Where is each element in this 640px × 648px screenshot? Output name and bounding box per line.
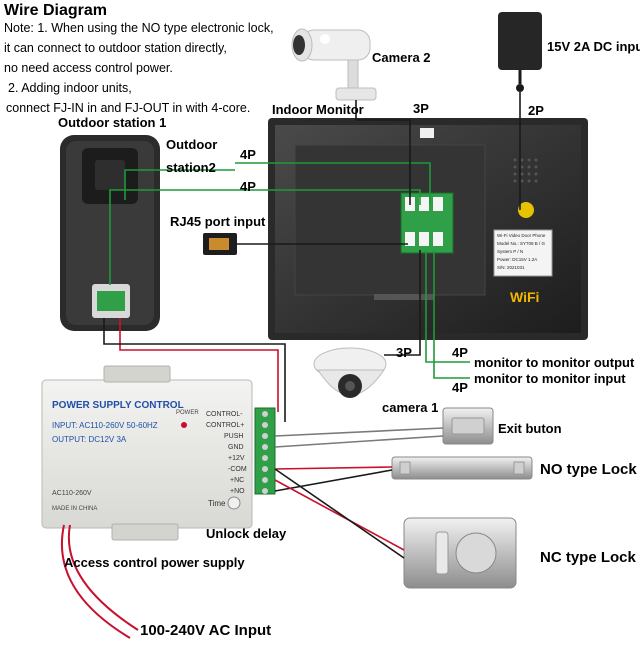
wire-label-4p-in: 4P — [452, 380, 468, 395]
no-lock-device — [391, 456, 533, 480]
wire-3p-camera2 — [355, 100, 411, 205]
sticker-line-4: S/N: 2021031 — [497, 265, 525, 270]
label-outdoor-station-2b: station2 — [166, 160, 216, 175]
psu-terminal-2: PUSH — [224, 433, 244, 440]
psu-terminal-1: CONTROL+ — [206, 422, 245, 429]
note-line-4: 2. Adding indoor units, — [8, 81, 132, 95]
note-line-3: no need access control power. — [4, 61, 173, 75]
label-exit-button: Exit buton — [498, 421, 562, 436]
psu-made-in: MADE IN CHINA — [52, 506, 98, 512]
wire-no-lock — [274, 466, 393, 470]
wire-label-3p-camera1: 3P — [396, 345, 412, 360]
wire-monitor-in — [433, 250, 470, 379]
wire-4p-station2 — [235, 162, 431, 205]
psu-ac-label: AC110-260V — [52, 490, 92, 497]
indoor-monitor — [268, 118, 588, 340]
wire-station-to-psu — [119, 318, 279, 412]
note-line-5: connect FJ-IN in and FJ-OUT in with 4-co… — [6, 101, 251, 115]
wire-label-3p-camera2: 3P — [413, 101, 429, 116]
label-outdoor-station-2a: Outdoor — [166, 137, 218, 152]
label-no-lock: NO type Lock — [540, 461, 637, 478]
wire-no-lock-2 — [274, 469, 393, 492]
label-access-power: Access control power supply — [64, 555, 245, 570]
diagram-title: Wire Diagram — [4, 2, 107, 19]
psu-power-led-label: POWER — [176, 410, 199, 416]
wire-exit — [274, 427, 444, 437]
wires — [60, 92, 521, 639]
camera-2 — [291, 28, 377, 101]
sticker-line-0: Wi-Fi Video Door Phone — [497, 233, 546, 238]
psu-title: POWER SUPPLY CONTROL — [52, 400, 184, 411]
psu-terminal-4: +12V — [228, 455, 245, 462]
label-camera-1: camera 1 — [382, 400, 439, 415]
power-supply-box — [41, 365, 276, 541]
wire-nc-lock-2 — [274, 468, 405, 559]
psu-terminal-7: +NO — [230, 488, 245, 495]
sticker-line-1: Model No.: SY709 B / G — [497, 241, 546, 246]
nc-lock-device — [403, 517, 517, 589]
wire-monitor-out — [425, 250, 470, 363]
wire-4p-station2b — [124, 169, 235, 200]
psu-terminal-6: +NC — [230, 477, 245, 484]
dc-adapter — [498, 12, 542, 92]
label-monitor-out: monitor to monitor output — [474, 355, 635, 370]
psu-input: INPUT: AC110-260V 50-60HZ — [52, 421, 158, 430]
rj45-connector — [203, 233, 237, 255]
wire-nc-lock — [274, 479, 405, 551]
wire-exit-2 — [274, 435, 444, 448]
wire-label-4p-out: 4P — [452, 345, 468, 360]
label-camera-2: Camera 2 — [372, 50, 431, 65]
label-unlock-delay: Unlock delay — [206, 526, 287, 541]
psu-terminal-0: CONTROL- — [206, 411, 243, 418]
wire-ac — [67, 524, 139, 631]
psu-time-label: Time — [208, 499, 226, 508]
sticker-line-3: Power: DC15V 1.2A — [497, 257, 538, 262]
wire-ac-2 — [60, 524, 131, 639]
label-outdoor-station-1: Outdoor station 1 — [58, 115, 167, 130]
label-dc-input: 15V 2A DC input — [547, 39, 640, 54]
wire-label-2p: 2P — [528, 103, 544, 118]
wifi-logo: WiFi — [510, 289, 540, 305]
psu-terminal-5: -COM — [228, 466, 247, 473]
exit-button-device — [442, 407, 494, 445]
label-indoor-monitor: Indoor Monitor — [272, 102, 364, 117]
wire-station-to-psu-2 — [103, 318, 286, 422]
sticker-line-2: System P / N — [497, 249, 524, 254]
wire-label-4p-a: 4P — [240, 147, 256, 162]
camera-1 — [313, 347, 387, 398]
note-line-1: Note: 1. When using the NO type electron… — [4, 21, 274, 35]
label-nc-lock: NC type Lock — [540, 549, 636, 566]
wire-label-4p-b: 4P — [240, 179, 256, 194]
wire-3p-camera1 — [384, 250, 421, 356]
wire-4p-station1 — [109, 189, 421, 285]
label-ac-input: 100-240V AC Input — [140, 622, 272, 639]
psu-output: OUTPUT: DC12V 3A — [52, 435, 127, 444]
label-monitor-in: monitor to monitor input — [474, 371, 626, 386]
label-rj45: RJ45 port input — [170, 214, 266, 229]
psu-terminal-3: GND — [228, 444, 244, 451]
note-line-2: it can connect to outdoor station direct… — [4, 41, 227, 55]
